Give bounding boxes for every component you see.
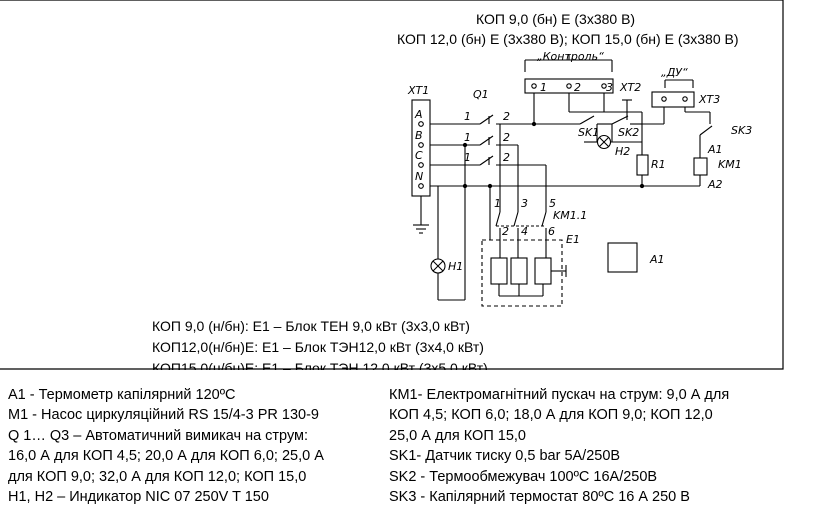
xt2-label: XT2	[619, 81, 641, 94]
legend-item: КОП 4,5; КОП 6,0; 18,0 А для КОП 9,0; КО…	[389, 407, 713, 424]
xt1-terminal-c	[418, 162, 424, 168]
xt2-pin-2: 2	[574, 81, 581, 94]
legend-left: А1 - Термометр капілярний 120ºС М1 - Нас…	[8, 385, 324, 507]
contact-pin-2: 2	[502, 225, 509, 238]
terminal-block-xt3	[651, 91, 695, 108]
q1-out-pin-3: 2	[503, 151, 510, 164]
switch-sk3	[699, 125, 713, 136]
contact-pin-5: 5	[549, 197, 556, 210]
heater-block-e1	[481, 239, 563, 307]
sk3-label: SK3	[731, 124, 752, 137]
heater-note-3: КОП15,0(н/бн)Е: Е1 – Блок ТЭН 12,0 кВт (…	[152, 360, 488, 376]
xt1-terminal-n	[418, 183, 424, 189]
legend-item: SK2 - Термообмежувач 100ºС 16А/250В	[389, 468, 658, 485]
switch-sk2	[611, 115, 629, 125]
breaker-q1	[479, 114, 494, 166]
resistor-r1	[636, 154, 649, 176]
xt3-label: XT3	[698, 93, 720, 106]
legend-item: SK3 - Капілярний термостат 80ºС 16 А 250…	[389, 488, 690, 505]
xt1-pin-c: C	[415, 149, 423, 162]
q1-out-pin-2: 2	[503, 131, 510, 144]
e1-label: E1	[566, 233, 580, 246]
a2-terminal-label: A2	[707, 178, 723, 191]
header-line-1: КОП 9,0 (бн) Е (3х380 В)	[476, 11, 635, 27]
sk2-label: SK2	[618, 126, 639, 139]
km1-label: KM1	[718, 158, 742, 171]
heater-note-2: КОП12,0(н/бн)Е: Е1 – Блок ТЭН12,0 кВт (3…	[152, 339, 484, 355]
xt1-pin-b: B	[415, 129, 423, 142]
q1-out-pin-1: 2	[503, 110, 510, 123]
q1-in-pin-2: 1	[464, 131, 471, 144]
contactor-km1-1	[495, 211, 547, 227]
heater-element	[510, 257, 528, 285]
terminal-block-xt2	[524, 78, 614, 94]
du-caption: „ДУ“	[661, 66, 688, 79]
xt1-label: XT1	[407, 84, 429, 97]
contact-pin-3: 3	[521, 197, 528, 210]
q1-in-pin-3: 1	[464, 151, 471, 164]
header-line-2: КОП 12,0 (бн) Е (3х380 В); КОП 15,0 (бн)…	[397, 31, 739, 47]
contact-pin-1: 1	[494, 197, 501, 210]
switch-sk1	[579, 115, 595, 125]
contact-pin-6: 6	[548, 225, 555, 238]
xt1-terminal-b	[418, 142, 424, 148]
xt2-pin-3: 3	[606, 81, 613, 94]
legend-item: Н1, Н2 – Индикатор NIC 07 250V T 150	[8, 488, 269, 505]
a1-block-label: A1	[649, 253, 665, 266]
legend-item: КМ1- Електромагнітний пускач на струм: 9…	[389, 387, 730, 403]
r1-label: R1	[651, 158, 666, 171]
legend-right: КМ1- Електромагнітний пускач на струм: 9…	[389, 385, 729, 507]
legend-item: 25,0 А для КОП 15,0	[389, 427, 526, 444]
legend-item: М1 - Насос циркуляційний RS 15/4-3 PR 13…	[8, 407, 319, 424]
diagram-frame	[0, 0, 784, 370]
legend-item: А1 - Термометр капілярний 120ºС	[8, 387, 236, 403]
legend-item: для КОП 9,0; 32,0 А для КОП 12,0; КОП 15…	[8, 468, 307, 485]
indicator-h2	[596, 134, 612, 150]
xt1-pin-n: N	[415, 170, 423, 183]
legend-item: Q 1… Q3 – Автоматичний вимикач на струм:	[8, 427, 309, 444]
thermometer-a1-block	[607, 242, 638, 273]
q1-label: Q1	[473, 88, 489, 101]
a1-terminal-label: A1	[707, 143, 723, 156]
q1-in-pin-1: 1	[464, 110, 471, 123]
control-caption: „Контроль“	[537, 50, 604, 63]
heater-note-1: КОП 9,0 (н/бн): Е1 – Блок ТЕН 9,0 кВт (3…	[152, 318, 470, 334]
km1-1-label: KM1.1	[553, 209, 587, 222]
legend-item: 16,0 А для КОП 4,5; 20,0 А для КОП 6,0; …	[8, 448, 324, 465]
h1-label: H1	[448, 260, 463, 273]
contactor-coil-km1	[693, 157, 708, 176]
h2-label: H2	[615, 145, 630, 158]
contact-pin-4: 4	[521, 225, 528, 238]
heater-element	[490, 257, 508, 285]
legend-item: SK1- Датчик тиску 0,5 bar 5A/250B	[389, 448, 621, 465]
sk1-label: SK1	[578, 126, 599, 139]
xt1-terminal-a	[418, 121, 424, 127]
heater-element	[534, 257, 552, 285]
xt1-pin-a: A	[414, 108, 423, 121]
xt2-pin-1: 1	[540, 81, 547, 94]
